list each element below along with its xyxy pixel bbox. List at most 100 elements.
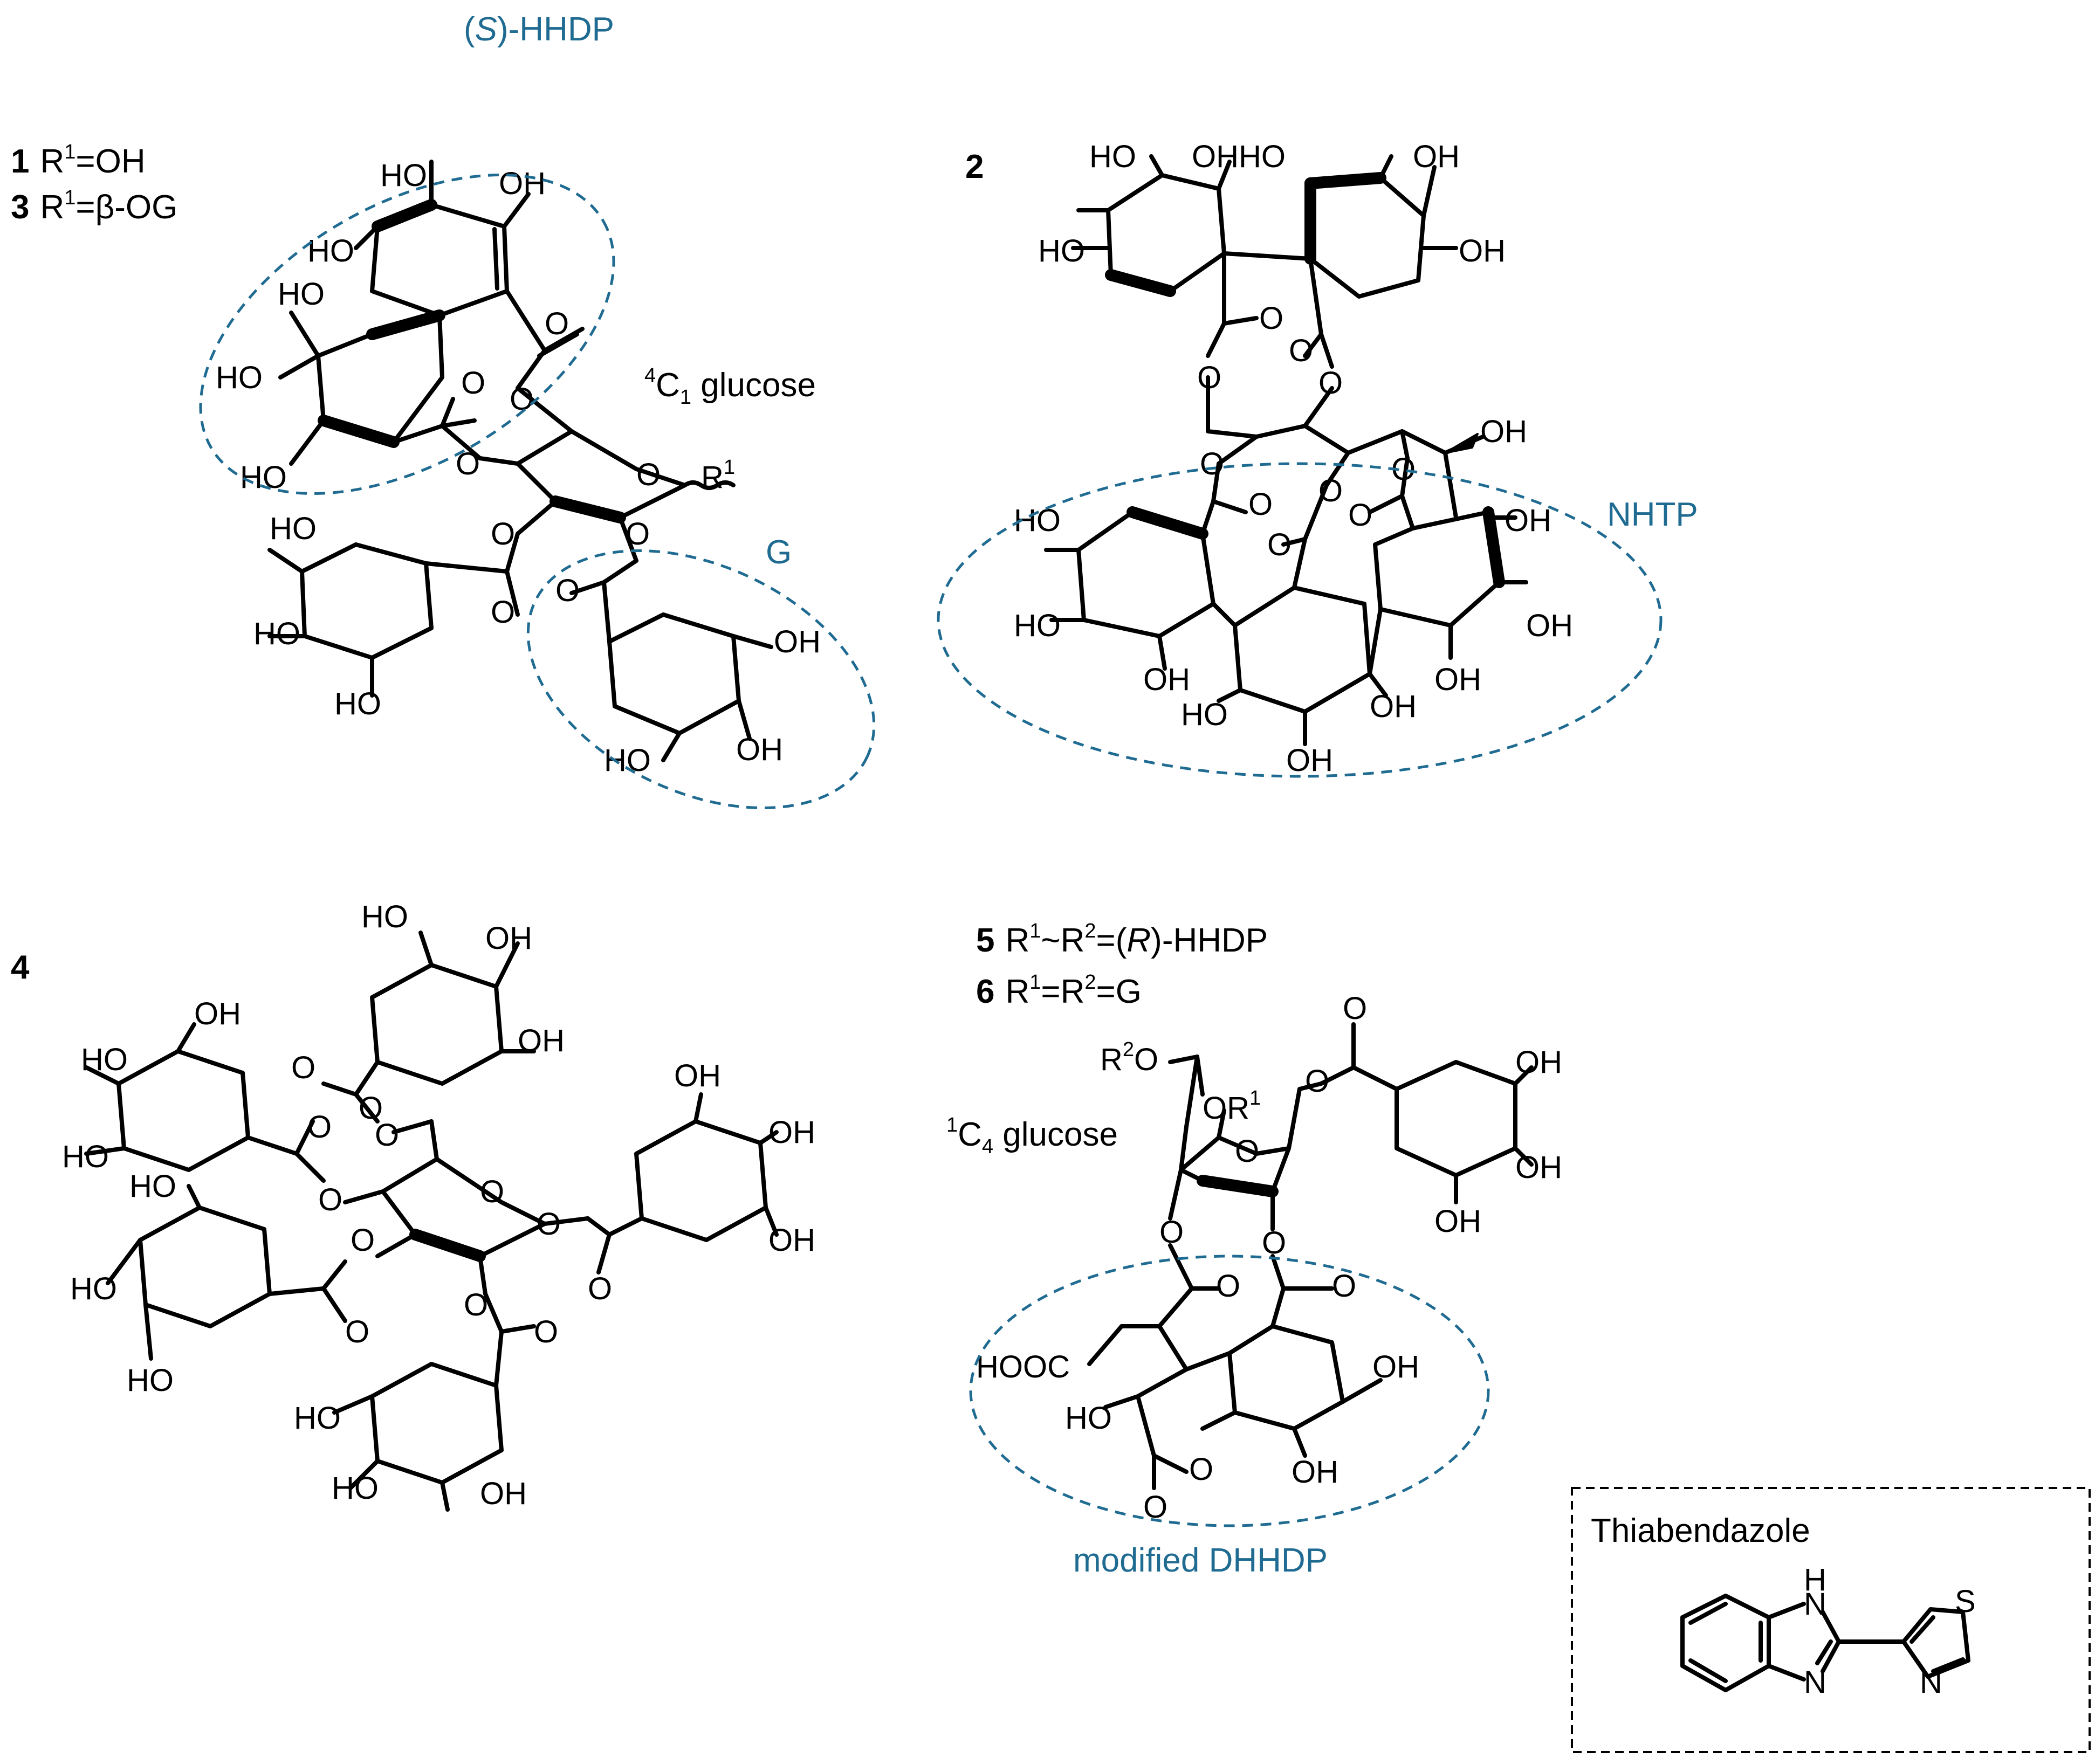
g-label: G	[766, 534, 792, 571]
atom-o: O	[1289, 333, 1313, 368]
atom-o: O	[480, 1174, 504, 1209]
atom-oh: OH	[1434, 662, 1481, 697]
atom-oh: OH	[1505, 503, 1551, 538]
atom-oh: OH	[499, 166, 546, 201]
atom-o: O	[359, 1091, 383, 1126]
glucose-4c1-label: 4C1 glucose	[644, 364, 816, 409]
atom-o: O	[351, 1223, 375, 1258]
shhdp-label: (S)-HHDP	[464, 11, 614, 48]
atom-ho: HO	[70, 1271, 117, 1306]
atom-o: O	[456, 446, 480, 481]
nhtp-label: NHTP	[1607, 496, 1698, 533]
atom-oh: OH	[1143, 662, 1190, 697]
atom-ho: HO	[62, 1139, 109, 1174]
atom-o: O	[1259, 301, 1283, 336]
atom-o: O	[1318, 473, 1343, 508]
glucose-1c4-label: 1C4 glucose	[946, 1114, 1118, 1158]
atom-r2o: R2O	[1100, 1038, 1158, 1077]
atom-oh: OH	[1413, 139, 1460, 174]
atom-oh: OH	[774, 624, 821, 659]
atom-o: O	[636, 457, 661, 492]
atom-o: O	[464, 1287, 488, 1322]
atom-o: O	[1216, 1269, 1240, 1304]
dhhdp-label: modified DHHDP	[1073, 1542, 1328, 1579]
atom-oh: OH	[1480, 414, 1527, 449]
atom-ho: HO	[81, 1042, 128, 1077]
atom-oh: OH	[1292, 1455, 1338, 1490]
atom-o: O	[1189, 1452, 1213, 1487]
atom-o: O	[307, 1110, 332, 1145]
atom-oh: OH	[1286, 743, 1333, 778]
atom-ho: HO	[361, 899, 408, 934]
atom-ho: HO	[253, 616, 300, 651]
atom-oh: OH	[674, 1058, 721, 1093]
atom-o: O	[375, 1118, 399, 1153]
atom-ho: HO	[240, 460, 287, 495]
atom-o: O	[1262, 1225, 1286, 1260]
atom-ho: HO	[604, 743, 651, 778]
atom-ho: HO	[127, 1363, 174, 1398]
atom-or1: OR1	[1203, 1087, 1261, 1126]
atom-oh: OH	[194, 996, 241, 1031]
atom-oh: OH	[1515, 1045, 1562, 1080]
atom-ho: HO	[216, 360, 263, 395]
atom-n: N	[1920, 1665, 1942, 1700]
atom-oh: OH	[1370, 689, 1417, 724]
compound-4-structure: 4	[11, 899, 815, 1512]
atom-ho: HO	[1181, 697, 1228, 732]
atom-o: O	[626, 516, 650, 552]
atom-oh: OH	[1459, 233, 1506, 268]
atom-oh: OH	[518, 1023, 565, 1058]
atom-ho: HO	[1014, 608, 1061, 643]
atom-o: O	[534, 1314, 558, 1349]
atom-o: O	[1159, 1215, 1184, 1250]
dhhdp-highlight-ellipse	[969, 1255, 1490, 1527]
thiabendazole-inset: Thiabendazole H N N S N	[1571, 1487, 2091, 1753]
atom-ho: HO	[1065, 1401, 1112, 1436]
atom-o: O	[491, 516, 515, 552]
atom-o: O	[1305, 1064, 1329, 1099]
shhdp-highlight-ellipse	[199, 174, 615, 495]
atom-ho: HO	[1089, 139, 1136, 174]
atom-oh: OH	[736, 732, 783, 767]
atom-o: O	[318, 1182, 342, 1217]
atom-oh: OH	[1434, 1204, 1481, 1239]
atom-o: O	[1200, 446, 1224, 481]
atom-ho: HO	[270, 511, 317, 546]
atom-ho: HO	[307, 233, 354, 268]
atom-o: O	[461, 366, 485, 401]
inset-dashed-box	[1571, 1487, 2091, 1753]
atom-r1: R1	[701, 456, 735, 495]
atom-ho: HO	[334, 686, 381, 721]
atom-o: O	[291, 1050, 315, 1085]
atom-ohho: OHHO	[1192, 139, 1286, 174]
inset-title: Thiabendazole	[1591, 1512, 1810, 1549]
g-highlight-ellipse	[526, 549, 876, 809]
atom-ho: HO	[332, 1471, 379, 1506]
atom-o: O	[1348, 498, 1372, 533]
atom-o: O	[1248, 487, 1273, 522]
atom-oh: OH	[1372, 1349, 1419, 1384]
atom-oh: OH	[1515, 1150, 1562, 1185]
atom-ho: HO	[294, 1401, 341, 1436]
atom-oh: OH	[768, 1223, 815, 1258]
compound-2-label: 2	[965, 148, 984, 185]
atom-oh: OH	[1526, 608, 1573, 643]
atom-s: S	[1955, 1584, 1976, 1619]
annotation-group: (S)-HHDP G NHTP modified DHHDP 4C1 gluco…	[199, 11, 1698, 1579]
atom-o: O	[555, 573, 580, 608]
atom-o: O	[537, 1207, 561, 1242]
compound-2-structure: 2	[965, 139, 1573, 778]
atom-oh: OH	[480, 1476, 527, 1511]
atom-o: O	[1318, 366, 1343, 401]
atom-oh: OH	[485, 921, 532, 956]
atom-o: O	[588, 1271, 612, 1306]
atom-oh: OH	[768, 1115, 815, 1150]
atom-ho: HO	[129, 1169, 176, 1204]
